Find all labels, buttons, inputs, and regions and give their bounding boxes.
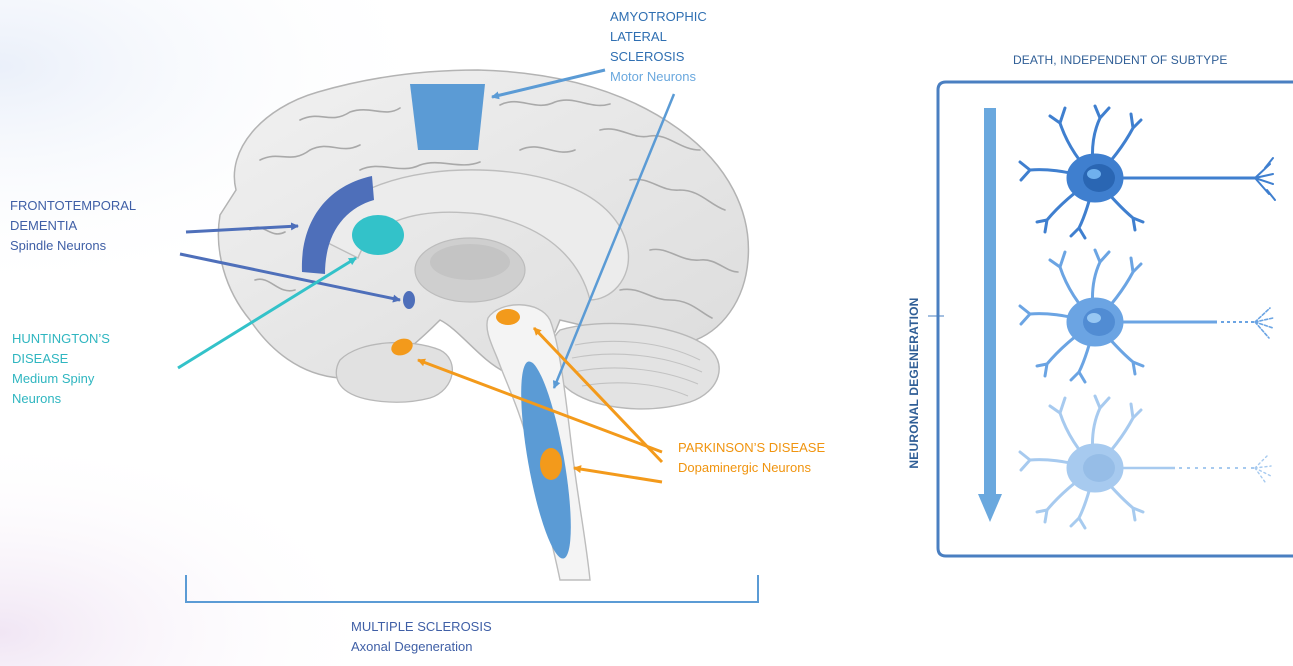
ftd-dot (403, 291, 415, 309)
als-title-line3: SCLEROSIS (610, 47, 707, 67)
hd-neurons-line2: Neurons (12, 389, 110, 409)
ftd-title-line1: FRONTOTEMPORAL (10, 196, 136, 216)
hd-title-line1: HUNTINGTON’S (12, 329, 110, 349)
neuron-icon (1020, 250, 1273, 382)
ms-label: MULTIPLE SCLEROSIS Axonal Degeneration (351, 617, 492, 657)
neuron-icon (1020, 106, 1275, 238)
progression-arrow-head (978, 494, 1002, 522)
als-label: AMYOTROPHIC LATERAL SCLEROSIS Motor Neur… (610, 7, 707, 87)
hd-title-line2: DISEASE (12, 349, 110, 369)
ms-title: MULTIPLE SCLEROSIS (351, 617, 492, 637)
ms-bracket (186, 575, 758, 602)
hd-label: HUNTINGTON’S DISEASE Medium Spiny Neuron… (12, 329, 110, 409)
ftd-title-line2: DEMENTIA (10, 216, 136, 236)
ms-subtitle: Axonal Degeneration (351, 637, 492, 657)
hd-region (352, 215, 404, 255)
pd-neurons: Dopaminergic Neurons (678, 458, 825, 478)
hd-neurons-line1: Medium Spiny (12, 369, 110, 389)
ftd-label: FRONTOTEMPORAL DEMENTIA Spindle Neurons (10, 196, 136, 256)
panel-title-text: DEATH, INDEPENDENT OF SUBTYPE (1013, 50, 1228, 70)
als-title-line2: LATERAL (610, 27, 707, 47)
pd-arrow-3 (574, 468, 662, 482)
als-region (410, 84, 485, 150)
pd-spot-1 (496, 309, 520, 325)
als-neurons: Motor Neurons (610, 67, 707, 87)
axis-label-neuronal-degeneration: NEURONAL DEGENERATION (907, 278, 923, 488)
neuron-icon (1020, 396, 1271, 528)
ftd-neurons: Spindle Neurons (10, 236, 136, 256)
panel-title: DEATH, INDEPENDENT OF SUBTYPE (1013, 50, 1228, 70)
pd-label: PARKINSON’S DISEASE Dopaminergic Neurons (678, 438, 825, 478)
brain-sagittal-illustration (218, 70, 748, 580)
als-title-line1: AMYOTROPHIC (610, 7, 707, 27)
progression-arrow-shaft (984, 108, 996, 498)
pd-title: PARKINSON’S DISEASE (678, 438, 825, 458)
pd-spot-3 (540, 448, 562, 480)
